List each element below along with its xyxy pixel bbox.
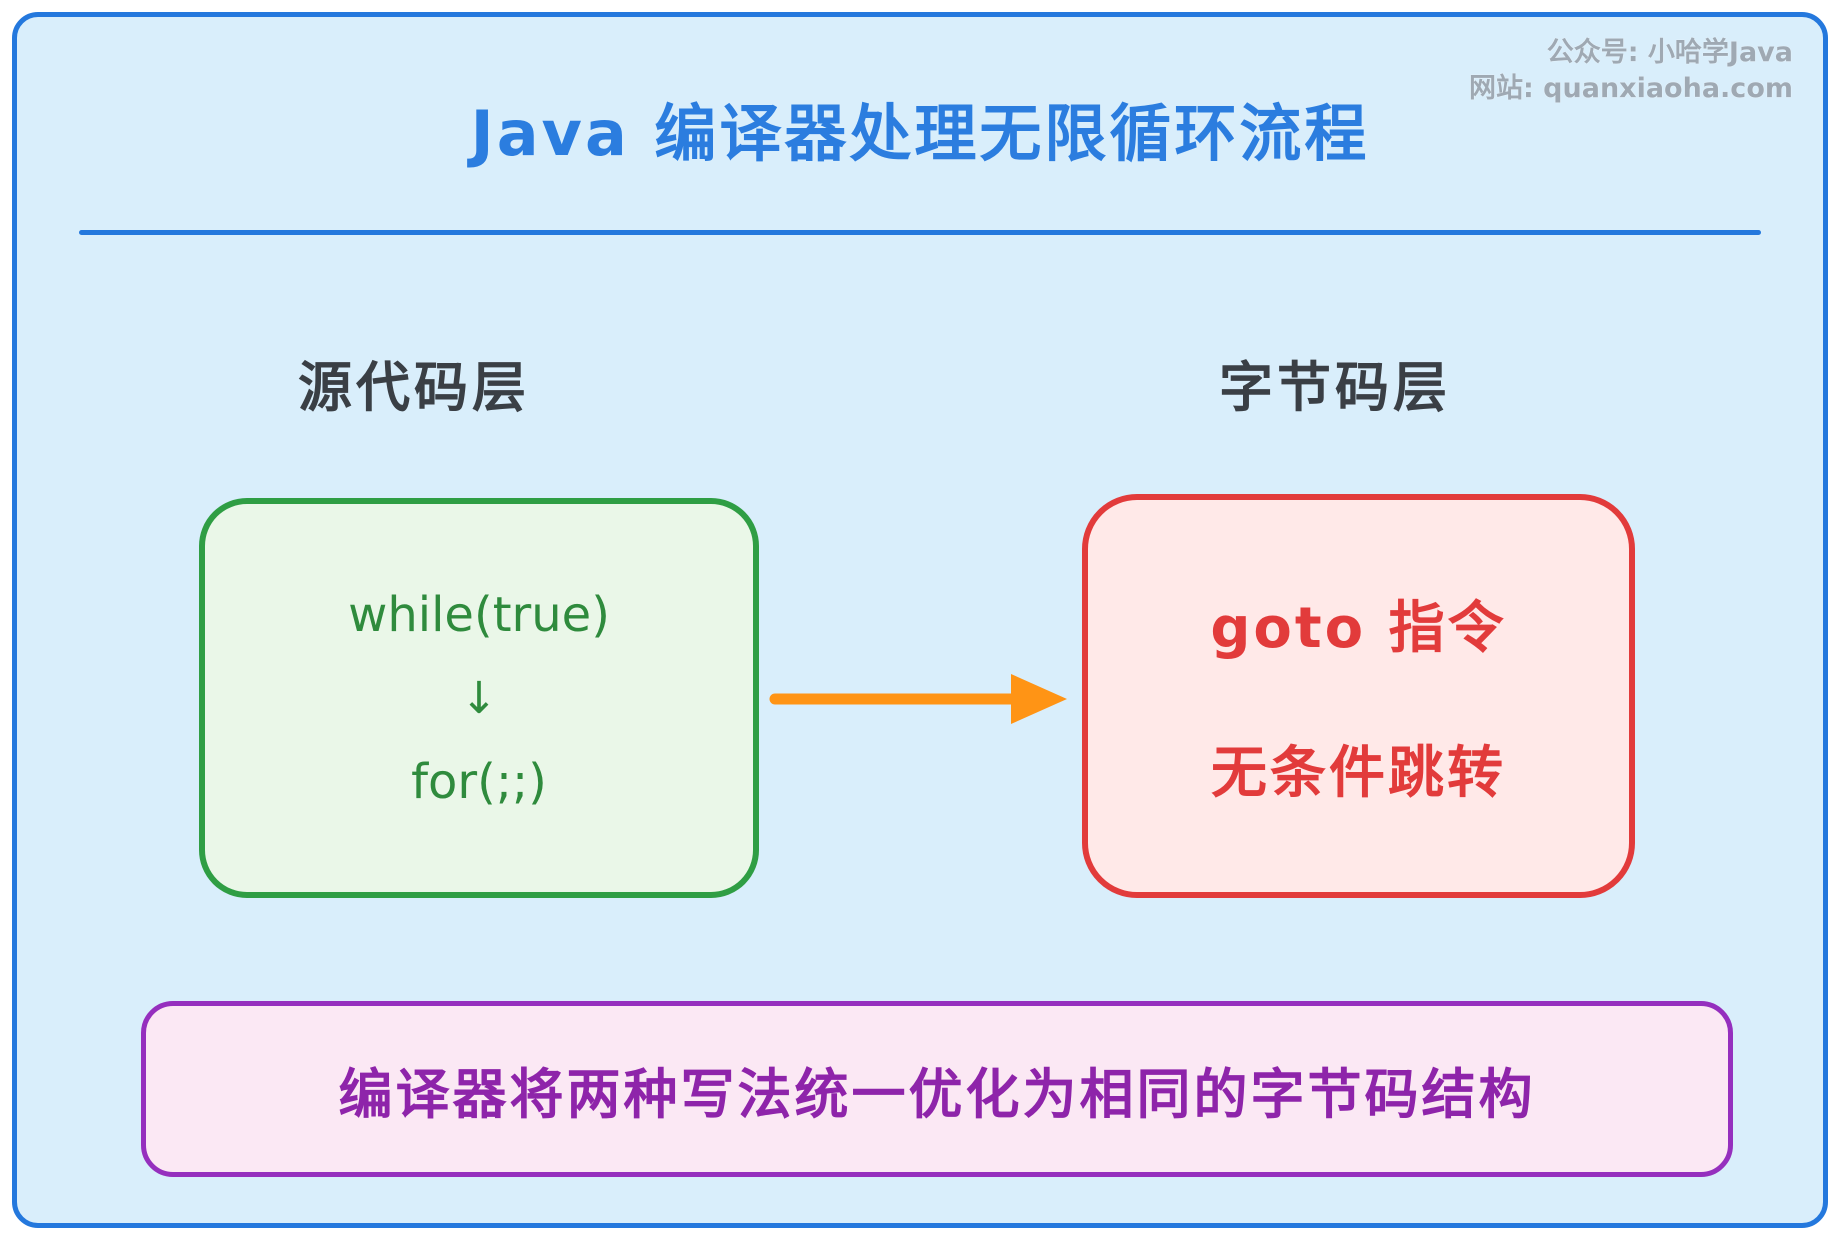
watermark-line2: 网站: quanxiaoha.com (1468, 73, 1793, 105)
for-loop-text: for(;;) (411, 753, 547, 810)
source-layer-label: 源代码层 (298, 356, 530, 419)
down-arrow-icon: ↓ (460, 672, 498, 724)
page-title: Java 编译器处理无限循环流程 (470, 97, 1370, 170)
title-divider (79, 230, 1761, 235)
footer-note-text: 编译器将两种写法统一优化为相同的字节码结构 (338, 1062, 1536, 1126)
bytecode-layer-label: 字节码层 (1219, 356, 1451, 419)
diagram-canvas: 公众号: 小哈学Java 网站: quanxiaoha.com Java 编译器… (12, 12, 1828, 1228)
bytecode-box: goto 指令 无条件跳转 (1082, 494, 1635, 898)
right-arrow-icon (769, 674, 1067, 724)
watermark: 公众号: 小哈学Java 网站: quanxiaoha.com (1469, 35, 1793, 108)
watermark-line1: 公众号: 小哈学Java (1546, 37, 1793, 68)
while-true-text: while(true) (348, 586, 610, 643)
source-code-box: while(true) ↓ for(;;) (199, 498, 759, 898)
unconditional-jump-text: 无条件跳转 (1211, 741, 1506, 806)
footer-note-box: 编译器将两种写法统一优化为相同的字节码结构 (141, 1001, 1733, 1177)
goto-instruction-text: goto 指令 (1210, 596, 1507, 661)
